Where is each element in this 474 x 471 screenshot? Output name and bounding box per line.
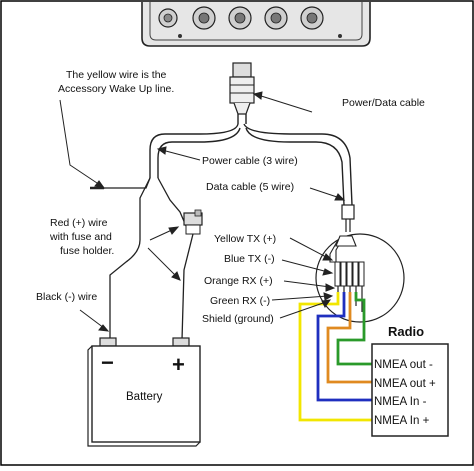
label-red-wire-line3: fuse holder. [60, 245, 114, 257]
battery-minus-sign: − [101, 350, 114, 375]
label-red-wire-line1: Red (+) wire [50, 217, 108, 229]
label-orange-rx: Orange RX (+) [204, 275, 273, 287]
label-power-data-cable: Power/Data cable [342, 97, 425, 109]
label-yellow-tx: Yellow TX (+) [214, 233, 276, 245]
radio-terminal-nmea-in-minus: NMEA In - [374, 396, 427, 408]
radio: Radio NMEA out - NMEA out + NMEA In - NM… [371, 324, 449, 437]
leader-lines [59, 91, 346, 332]
battery: − + Battery [87, 337, 201, 447]
connector-port-5 [300, 6, 324, 30]
data-cable-fanout [315, 233, 405, 323]
fuse-holder [183, 209, 203, 235]
blue-wire-to-radio [316, 292, 372, 402]
label-blue-tx: Blue TX (-) [224, 253, 275, 265]
connector-port-3 [228, 6, 252, 30]
battery-label: Battery [126, 391, 163, 403]
label-data-cable: Data cable (5 wire) [206, 181, 294, 193]
yellow-wire-to-radio [298, 292, 372, 422]
data-cable [243, 123, 353, 206]
label-power-cable: Power cable (3 wire) [202, 155, 298, 167]
label-red-wire-line2: with fuse and [49, 231, 112, 243]
label-shield: Shield (ground) [202, 313, 274, 325]
radio-terminal-nmea-out-plus: NMEA out + [374, 378, 436, 390]
connector-port-1 [158, 8, 178, 28]
label-black-wire: Black (-) wire [36, 291, 97, 303]
label-green-rx: Green RX (-) [210, 295, 270, 307]
power-cable-fan [104, 177, 187, 340]
label-yellow-wire-line1: The yellow wire is the [66, 69, 167, 81]
radio-terminal-nmea-out-minus: NMEA out - [374, 359, 433, 371]
power-data-plug [229, 62, 255, 115]
power-cable [149, 123, 241, 178]
green-wire-to-radio [336, 292, 372, 366]
battery-plus-sign: + [172, 352, 185, 377]
radio-terminal-nmea-in-plus: NMEA In + [374, 415, 430, 427]
orange-wire-to-radio [326, 292, 372, 384]
main-cable [237, 114, 247, 124]
red-wire [181, 233, 194, 341]
label-yellow-wire-line2: Accessory Wake Up line. [58, 83, 174, 95]
data-cable-end [341, 204, 355, 232]
connector-port-4 [264, 6, 288, 30]
radio-title: Radio [388, 324, 424, 339]
display-unit [141, 2, 371, 47]
connector-port-2 [192, 6, 216, 30]
